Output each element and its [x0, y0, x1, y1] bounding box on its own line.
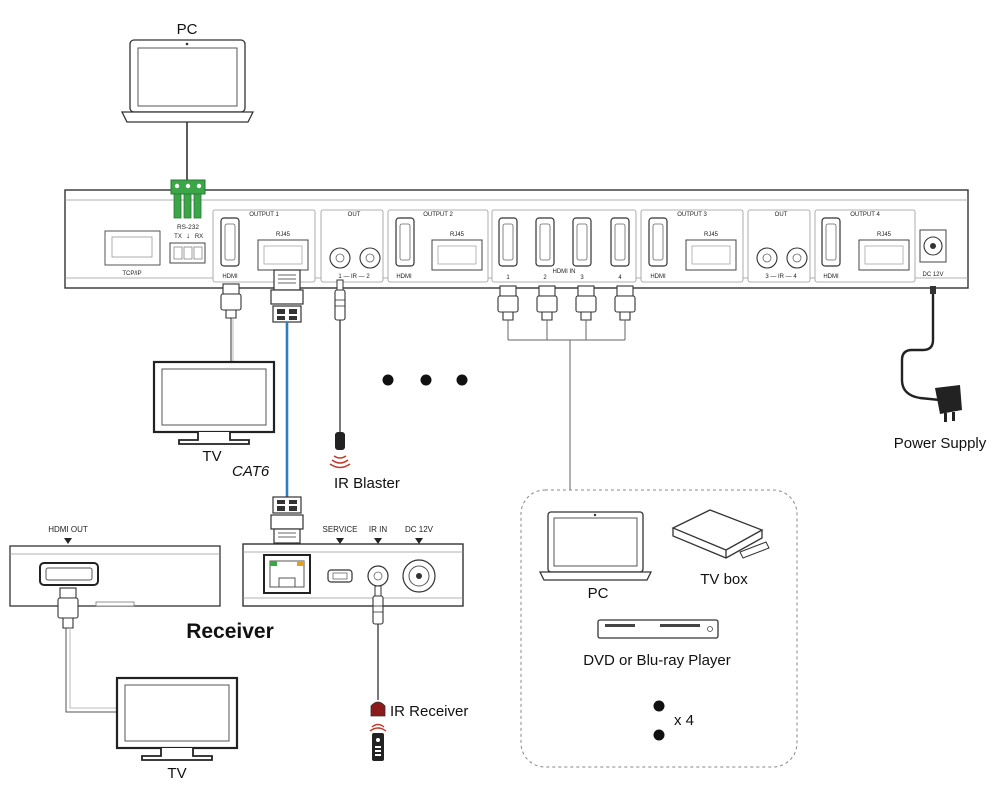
receiver-port-arrows	[336, 538, 423, 544]
tcpip-label: TCP/IP	[122, 271, 141, 277]
output2-module	[387, 209, 489, 283]
output4-hdmi-label: HDMI	[823, 274, 839, 280]
hdmi-in-3-label: 3	[580, 275, 584, 281]
hdmi-out-label: HDMI OUT	[48, 525, 88, 534]
pc-top-laptop	[120, 39, 255, 123]
tv-left-label: TV	[202, 448, 221, 465]
output3-module	[640, 209, 744, 283]
matrix-dc-jack[interactable]	[919, 229, 947, 263]
output1-label: OUTPUT 1	[249, 212, 279, 218]
ir-receiver-sensor	[370, 701, 386, 717]
output3-hdmi-label: HDMI	[650, 274, 666, 280]
power-supply-label: Power Supply	[894, 435, 987, 452]
ir-b-label: 3 — IR — 4	[765, 274, 797, 280]
output1-hdmi-label: HDMI	[222, 274, 238, 280]
source-group-box	[520, 489, 798, 768]
output1-module	[212, 209, 316, 283]
ir-receiver-plug	[372, 585, 384, 625]
times-four-label: x 4	[674, 712, 694, 729]
output2-hdmi-label: HDMI	[396, 274, 412, 280]
rs232-label: RS-232	[177, 224, 199, 231]
tv-box-label: TV box	[700, 571, 748, 588]
output2-label: OUTPUT 2	[423, 212, 453, 218]
tv-bottom	[115, 676, 239, 761]
ir-out-module-a	[320, 209, 384, 283]
receiver-ir-in-port[interactable]	[367, 565, 389, 587]
remote-control-icon	[369, 723, 387, 761]
receiver-ir-in-label: IR IN	[369, 525, 387, 534]
sink-device	[9, 545, 221, 607]
ir-out-module-b	[747, 209, 811, 283]
power-cable	[900, 286, 941, 402]
output4-rj45-label: RJ45	[877, 232, 892, 238]
pc-source-laptop	[538, 511, 653, 581]
receiver-label: Receiver	[186, 620, 274, 643]
output4-label: OUTPUT 4	[850, 212, 880, 218]
output4-module	[814, 209, 916, 283]
hdmi-in-cables	[507, 320, 626, 490]
hdmi-in-module	[491, 209, 637, 283]
hdmi-in-plugs	[497, 285, 636, 321]
rj45-plug-top	[270, 269, 304, 323]
ir-blaster-emitter	[329, 432, 351, 469]
dvd-player-device	[597, 619, 719, 639]
hdmi-in-4-label: 4	[618, 275, 622, 281]
receiver-rj45-port[interactable]	[263, 554, 311, 594]
rj45-plug-bottom	[270, 496, 304, 544]
tv-box-device	[671, 509, 770, 559]
hdmi-plug-output1	[220, 283, 242, 319]
output2-rj45-label: RJ45	[450, 232, 465, 238]
rs232-terminal-block[interactable]	[170, 179, 206, 219]
tv-bottom-label: TV	[167, 765, 186, 782]
tv-left	[152, 360, 276, 445]
hdmi-in-label: HDMI IN	[553, 269, 576, 275]
hdmi-out-arrow	[64, 538, 72, 544]
matrix-dc12v-label: DC 12V	[922, 272, 943, 278]
hdmi-in-1-label: 1	[506, 275, 510, 281]
ir-receiver-label: IR Receiver	[390, 703, 468, 720]
hdmi-plug-sink	[57, 587, 79, 629]
receiver-dc-jack[interactable]	[402, 559, 436, 593]
ir-blaster-plug	[334, 279, 346, 321]
pc-source-label: PC	[588, 585, 609, 602]
cat6-label: CAT6	[232, 463, 270, 480]
rs232-socket	[169, 242, 206, 264]
output3-rj45-label: RJ45	[704, 232, 719, 238]
power-adapter-icon	[935, 385, 962, 422]
source-more-dots	[653, 700, 665, 741]
output1-rj45-label: RJ45	[276, 232, 291, 238]
receiver-dc12v-label: DC 12V	[405, 525, 434, 534]
hdmi-in-2-label: 2	[543, 275, 547, 281]
tx-label: TX	[174, 234, 182, 240]
tcpip-port[interactable]	[104, 230, 161, 266]
ellipsis-dots	[382, 374, 468, 386]
receiver-service-label: SERVICE	[323, 525, 358, 534]
ir-a-label: 1 — IR — 2	[338, 274, 370, 280]
out-b-label: OUT	[775, 212, 788, 218]
ir-blaster-label: IR Blaster	[334, 475, 400, 492]
out-a-label: OUT	[348, 212, 361, 218]
receiver-service-port[interactable]	[327, 569, 353, 583]
output3-label: OUTPUT 3	[677, 212, 707, 218]
dvd-player-label: DVD or Blu-ray Player	[583, 652, 731, 669]
arrow-down-icon: ↓	[186, 231, 190, 240]
rx-label: RX	[195, 234, 203, 240]
pc-top-label: PC	[177, 21, 198, 38]
